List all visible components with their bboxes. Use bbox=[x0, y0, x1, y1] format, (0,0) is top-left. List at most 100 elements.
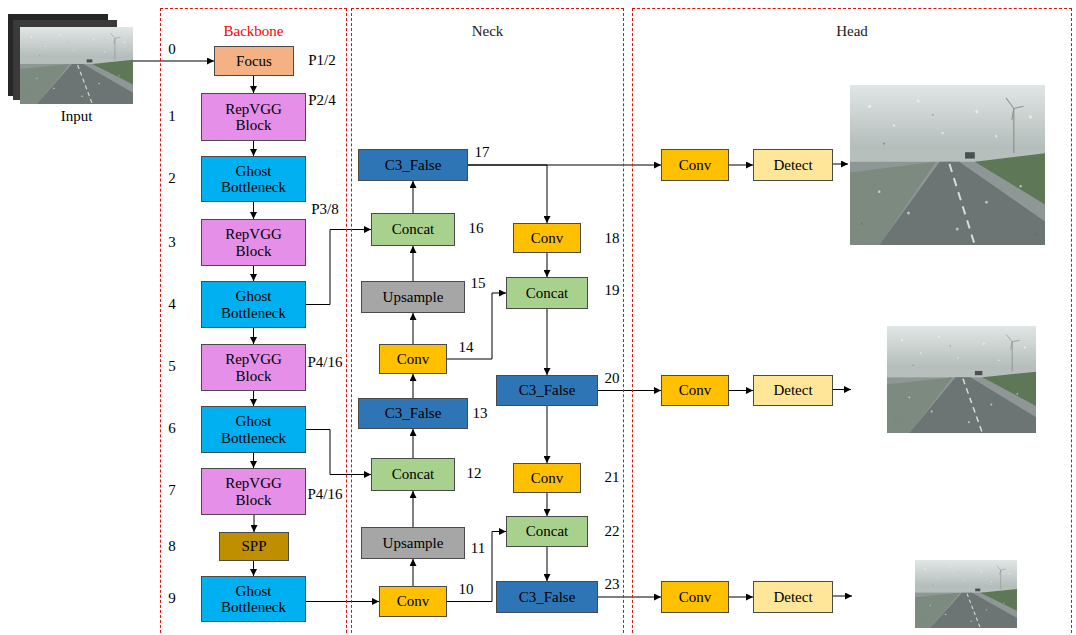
block-label: Upsample bbox=[383, 289, 444, 306]
concat-block: Concat bbox=[371, 213, 455, 246]
scale-label: P3/8 bbox=[311, 201, 339, 218]
output-arrow bbox=[832, 164, 848, 165]
concat-block: Concat bbox=[371, 458, 455, 491]
connector bbox=[547, 547, 548, 581]
layer-number: 22 bbox=[605, 523, 620, 540]
block-label: Upsample bbox=[383, 535, 444, 552]
block-label: Concat bbox=[392, 221, 435, 238]
layer-number: 1 bbox=[168, 108, 176, 125]
scale-label: P4/16 bbox=[307, 354, 342, 371]
spp-block: SPP bbox=[219, 532, 289, 561]
block-label: Conv bbox=[679, 157, 712, 174]
block-label: Concat bbox=[392, 466, 435, 483]
layer-number: 4 bbox=[168, 296, 176, 313]
neck-region: NeckConvUpsampleConcatC3_FalseConvUpsamp… bbox=[351, 8, 624, 635]
connector bbox=[253, 328, 254, 344]
layer-number: 10 bbox=[459, 581, 474, 598]
repvgg-block: RepVGG Block bbox=[201, 93, 306, 141]
input-image-box: Input bbox=[20, 27, 133, 104]
block-label: Ghost Bottleneck bbox=[221, 413, 286, 446]
connector bbox=[253, 266, 254, 281]
block-label: C3_False bbox=[519, 589, 576, 606]
output-image bbox=[915, 560, 1017, 628]
ghost-bottleneck: Ghost Bottleneck bbox=[201, 406, 306, 453]
connector bbox=[413, 491, 414, 527]
layer-number: 18 bbox=[605, 230, 620, 247]
connector bbox=[468, 165, 547, 223]
block-label: RepVGG Block bbox=[225, 226, 282, 259]
layer-number: 5 bbox=[168, 358, 176, 375]
output-arrow bbox=[832, 389, 851, 390]
connector bbox=[413, 246, 414, 281]
connector bbox=[413, 559, 414, 586]
layer-number: 16 bbox=[469, 220, 484, 237]
conv-block: Conv bbox=[661, 149, 729, 181]
conv-block: Conv bbox=[513, 223, 581, 253]
c3-block: C3_False bbox=[496, 581, 598, 613]
layer-number: 9 bbox=[168, 590, 176, 607]
output-image bbox=[887, 326, 1036, 433]
block-label: C3_False bbox=[385, 405, 442, 422]
concat-block: Concat bbox=[506, 516, 588, 547]
block-label: C3_False bbox=[519, 382, 576, 399]
block-label: RepVGG Block bbox=[225, 475, 282, 508]
scale-label: P4/16 bbox=[307, 486, 342, 503]
image-caption: Input bbox=[10, 108, 143, 125]
focus-block: Focus bbox=[214, 46, 294, 76]
region-title: Backbone bbox=[161, 23, 346, 40]
scale-label: P2/4 bbox=[308, 92, 336, 109]
conv-block: Conv bbox=[379, 344, 447, 374]
connector bbox=[413, 429, 414, 458]
block-label: Conv bbox=[679, 382, 712, 399]
block-label: Conv bbox=[397, 351, 430, 368]
ghost-bottleneck: Ghost Bottleneck bbox=[201, 576, 306, 622]
detect-block: Detect bbox=[753, 149, 833, 181]
scale-label: P1/2 bbox=[308, 52, 336, 69]
layer-number: 0 bbox=[168, 41, 176, 58]
repvgg-block: RepVGG Block bbox=[201, 219, 306, 266]
connector bbox=[413, 181, 414, 213]
c3-block: C3_False bbox=[358, 149, 468, 181]
upsample-block: Upsample bbox=[361, 281, 465, 313]
layer-number: 20 bbox=[605, 370, 620, 387]
block-label: Focus bbox=[236, 53, 272, 70]
output-arrow bbox=[832, 596, 852, 597]
layer-number: 13 bbox=[473, 405, 488, 422]
layer-number: 12 bbox=[467, 465, 482, 482]
conv-block: Conv bbox=[513, 463, 581, 493]
connector bbox=[253, 391, 254, 406]
connector bbox=[306, 601, 379, 602]
layer-number: 23 bbox=[605, 576, 620, 593]
connector bbox=[253, 76, 254, 93]
connector bbox=[547, 253, 548, 277]
upsample-block: Upsample bbox=[361, 527, 465, 559]
connector bbox=[253, 141, 254, 156]
connector bbox=[598, 390, 661, 391]
ghost-bottleneck: Ghost Bottleneck bbox=[201, 281, 306, 328]
repvgg-block: RepVGG Block bbox=[201, 344, 306, 391]
connector bbox=[598, 597, 661, 598]
block-label: Detect bbox=[773, 382, 812, 399]
layer-number: 19 bbox=[605, 282, 620, 299]
block-label: RepVGG Block bbox=[225, 101, 282, 134]
layer-number: 11 bbox=[471, 540, 485, 557]
input-image bbox=[20, 27, 133, 104]
block-label: Conv bbox=[679, 589, 712, 606]
block-label: Ghost Bottleneck bbox=[221, 288, 286, 321]
block-label: C3_False bbox=[385, 157, 442, 174]
detect-block: Detect bbox=[753, 375, 833, 406]
layer-number: 6 bbox=[168, 420, 176, 437]
layer-number: 7 bbox=[168, 482, 176, 499]
repvgg-block: RepVGG Block bbox=[201, 468, 306, 515]
connector bbox=[253, 202, 254, 219]
layer-number: 14 bbox=[459, 339, 474, 356]
detect-block: Detect bbox=[753, 581, 833, 613]
connector bbox=[547, 309, 548, 375]
block-label: Detect bbox=[773, 157, 812, 174]
conv-block: Conv bbox=[661, 375, 729, 406]
layer-number: 17 bbox=[475, 144, 490, 161]
connector bbox=[413, 374, 414, 398]
block-label: Conv bbox=[397, 593, 430, 610]
c3-block: C3_False bbox=[496, 375, 598, 406]
connector bbox=[547, 493, 548, 516]
